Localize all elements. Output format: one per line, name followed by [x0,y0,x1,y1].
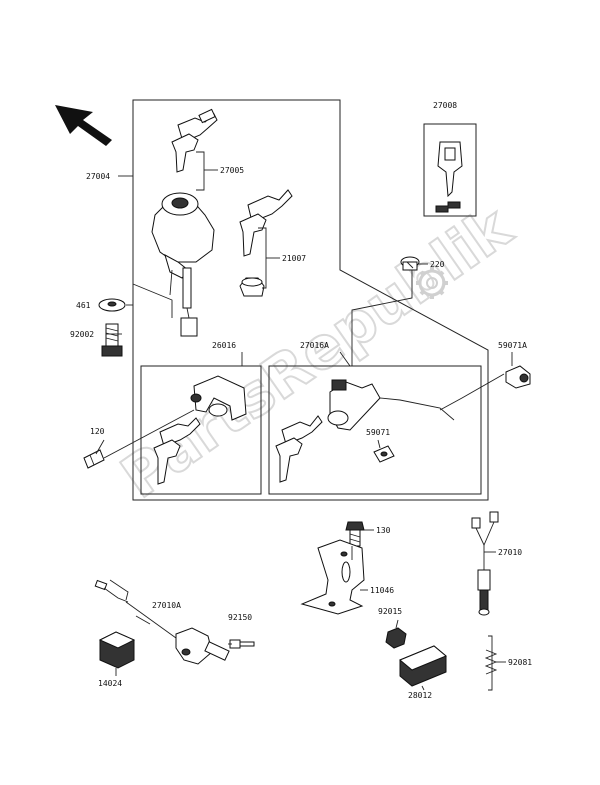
label-220: 220 [430,260,445,269]
mount-bolt-icon [101,323,123,357]
label-21007: 21007 [282,254,306,263]
bracket-bolt-icon [345,521,365,547]
label-11046: 11046 [370,586,394,595]
cable-end-icon [505,365,531,389]
leader-lines [95,151,513,691]
helmet-lock-icon [275,379,455,483]
label-92015: 92015 [378,607,402,616]
ignition-switch-icon [151,192,215,337]
bracket-icon [300,539,365,615]
label-27008: 27008 [433,101,457,110]
label-120: 120 [90,427,105,436]
label-92081: 92081 [508,658,532,667]
direction-arrow-icon [55,105,112,146]
label-28012: 28012 [408,691,432,700]
seat-lock-icon [153,375,247,485]
label-92002: 92002 [70,330,94,339]
ignition-key-icon [171,108,218,173]
label-59071: 59071 [366,428,390,437]
label-27010A: 27010A [152,601,181,610]
label-27010: 27010 [498,548,522,557]
switch-bolt-icon [229,639,255,649]
switch-cover-icon [98,631,136,669]
main-assembly-frame [132,99,489,501]
label-14024: 14024 [98,679,122,688]
label-461: 461 [76,301,91,310]
label-27005: 27005 [220,166,244,175]
seat-lock-box [140,365,262,495]
reflector-icon [399,645,447,687]
label-92150: 92150 [228,613,252,622]
label-26016: 26016 [212,341,236,350]
washer-icon [98,298,126,312]
clip-icon [373,445,395,463]
rear-brake-switch-icon [94,579,230,665]
key-blank-box [423,123,477,217]
label-130: 130 [376,526,391,535]
nut-icon [385,627,407,649]
label-27016A: 27016A [300,341,329,350]
helmet-lock-box [268,365,482,495]
spare-key-icon [239,189,293,257]
key-blank-icon [435,141,463,213]
key-cap-icon [239,277,265,297]
spring-icon [484,635,498,691]
label-27004: 27004 [86,172,110,181]
bolt-icon [400,256,420,271]
label-59071A: 59071A [498,341,527,350]
brake-switch-icon [471,511,499,616]
gear-icon [416,267,448,299]
screw-icon [83,449,105,469]
